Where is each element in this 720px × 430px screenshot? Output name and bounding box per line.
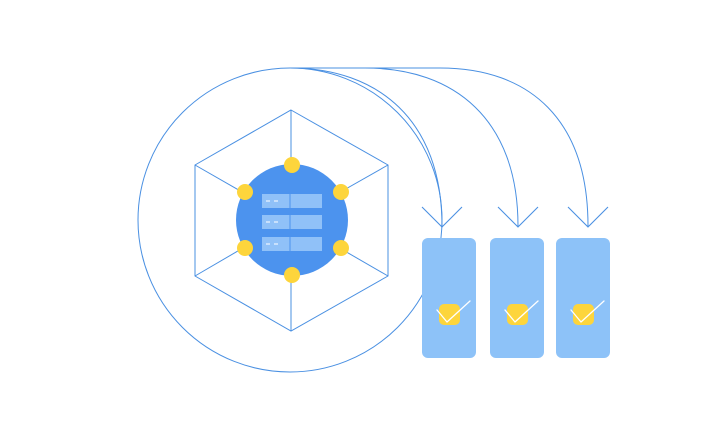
- server-row-3: [262, 237, 322, 251]
- check-icon: [504, 300, 539, 323]
- node-dot-icon: [237, 240, 253, 256]
- hexagon-server-icon: [236, 157, 349, 283]
- server-row-1: [262, 194, 322, 208]
- server-row-indicators: [266, 200, 278, 245]
- check-badge-icon: [507, 304, 528, 325]
- arrow-to-container-2: [290, 67, 519, 227]
- container-1: [422, 238, 476, 358]
- check-icon: [570, 300, 605, 323]
- container-2: [490, 238, 544, 358]
- arrow-to-container-3: [290, 67, 589, 227]
- container-3: [556, 238, 610, 358]
- container-icon: [556, 238, 610, 358]
- container-icon: [422, 238, 476, 358]
- server-row-2: [262, 215, 322, 229]
- node-dot-icon: [333, 240, 349, 256]
- arrow-down-icon: [421, 206, 463, 228]
- arrow-down-icon: [567, 206, 609, 228]
- deploy-arrows: [289, 67, 609, 228]
- node-dot-icon: [284, 157, 300, 173]
- check-badge-icon: [439, 304, 460, 325]
- node-dot-icon: [237, 184, 253, 200]
- arrow-down-icon: [497, 206, 539, 228]
- check-badge-icon: [573, 304, 594, 325]
- check-icon: [436, 300, 471, 323]
- arrow-to-container-1: [289, 67, 443, 227]
- node-dot-icon: [333, 184, 349, 200]
- node-dot-icon: [284, 267, 300, 283]
- server-stack-icon: [262, 194, 322, 251]
- container-icon: [490, 238, 544, 358]
